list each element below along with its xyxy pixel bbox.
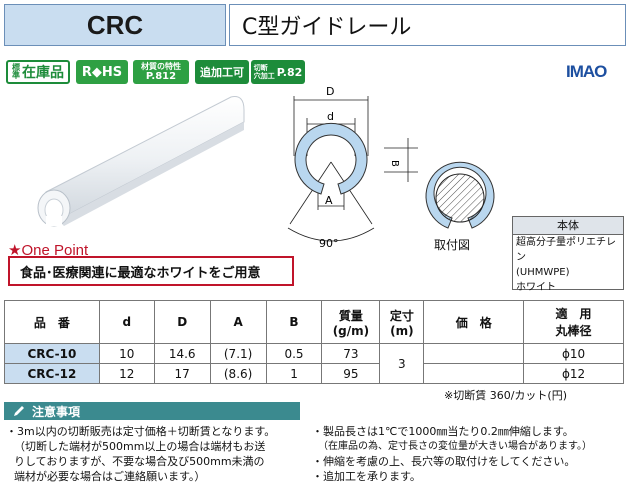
note-line: りしておりますが、不要な場合及び500mm未満の — [14, 455, 265, 468]
notes-header: 注意事項 — [4, 402, 300, 420]
pencil-icon — [14, 406, 24, 416]
cell-shaft: ϕ12 — [523, 363, 624, 384]
table-row: CRC-10 10 14.6 (7.1) 0.5 73 3 ϕ10 — [4, 343, 624, 384]
one-point-title: ★One Point — [8, 242, 89, 259]
cell-shaft: ϕ10 — [523, 343, 624, 364]
cross-section-diagram: D d B A 90° — [287, 85, 418, 250]
note-line: ・3m以内の切断販売は定寸価格＋切断賃となります。 — [6, 425, 276, 438]
thickness-B-label: B — [389, 160, 400, 167]
cell-price — [423, 363, 525, 384]
cell-price — [423, 343, 525, 364]
rohs-badge: R◆HS — [76, 60, 128, 84]
additional-processing-badge: 追加工可 — [195, 60, 249, 84]
diameter-D-label: D — [326, 85, 334, 98]
cell-mass: 95 — [321, 363, 381, 384]
product-name-title: C型ガイドレール — [229, 4, 626, 46]
col-B: B — [265, 300, 323, 344]
material-header: 本体 — [513, 217, 623, 235]
cell-D: 17 — [153, 363, 211, 384]
cell-A: (8.6) — [209, 363, 267, 384]
table-header-row: 品 番 d D A B 質量(g/m) 定寸(m) 価 格 適 用丸棒径 — [4, 300, 624, 344]
cut-page: P.82 — [276, 65, 303, 79]
cell-model: CRC-12 — [4, 363, 100, 384]
cut-label: 切断 — [253, 64, 268, 72]
note-line: ・追加工を承ります。 — [312, 470, 421, 483]
note-line: （在庫品の為、定寸長さの変位量が大きい場合があります。） — [318, 441, 592, 452]
material-property-label: 材質の特性 — [141, 62, 181, 71]
col-d: d — [98, 300, 155, 344]
product-rail-image — [37, 96, 245, 227]
cell-B: 0.5 — [265, 343, 323, 364]
col-D: D — [153, 300, 211, 344]
hole-label: 穴加工 — [253, 72, 275, 80]
one-point-box: 食品･医療関連に最適なホワイトをご用意 — [8, 256, 294, 286]
col-A: A — [209, 300, 267, 344]
note-line: 端材が必要な場合はご連絡願います。） — [14, 470, 206, 483]
material-line: (UHMWPE) — [516, 267, 570, 278]
material-line: ホワイト — [516, 282, 556, 293]
stock-label: 在庫品 — [22, 65, 64, 81]
material-property-page: P.812 — [145, 71, 177, 82]
cell-B: 1 — [265, 363, 323, 384]
cell-D: 14.6 — [153, 343, 211, 364]
stock-small-label: 標準 — [12, 63, 20, 80]
imao-logo: IMAO — [566, 62, 607, 81]
col-shaft: 適 用丸棒径 — [523, 300, 624, 344]
spec-table: 品 番 d D A B 質量(g/m) 定寸(m) 価 格 適 用丸棒径 CRC… — [4, 300, 624, 384]
angle-label: 90° — [319, 237, 339, 250]
mounting-diagram-label: 取付図 — [434, 238, 471, 252]
cell-A: (7.1) — [209, 343, 267, 364]
notes-right: ・製品長さは1℃で1000㎜当たり0.2㎜伸縮します。 （在庫品の為、定寸長さの… — [312, 424, 628, 484]
note-line: ・伸縮を考慮の上、長穴等の取付けをしてください。 — [312, 455, 576, 468]
product-code-title: CRC — [4, 4, 226, 46]
note-line: ・製品長さは1℃で1000㎜当たり0.2㎜伸縮します。 — [312, 425, 574, 438]
cell-model: CRC-10 — [4, 343, 100, 364]
mounting-diagram — [425, 161, 495, 229]
col-price: 価 格 — [423, 300, 525, 344]
opening-A-label: A — [325, 194, 333, 207]
stock-badge: 標準 在庫品 — [6, 60, 70, 84]
material-property-badge: 材質の特性 P.812 — [133, 60, 189, 84]
table-row: CRC-12 12 17 (8.6) 1 95 ϕ12 — [4, 363, 624, 384]
cell-d: 10 — [98, 343, 155, 364]
col-length: 定寸(m) — [379, 300, 425, 344]
diameter-d-label: d — [327, 110, 334, 123]
col-model: 品 番 — [4, 300, 100, 344]
cell-length: 3 — [379, 343, 425, 384]
note-line: （切断した端材が500mm以上の場合は端材もお送 — [14, 440, 266, 453]
notes-header-label: 注意事項 — [32, 404, 81, 419]
material-box: 本体 超高分子量ポリエチレン (UHMWPE) ホワイト — [512, 216, 624, 293]
cell-mass: 73 — [321, 343, 381, 364]
cell-d: 12 — [98, 363, 155, 384]
cut-fee-note: ※切断賃 360/カット(円) — [444, 389, 567, 402]
cut-hole-badge: 切断 穴加工 P.82 — [251, 60, 305, 84]
material-line: 超高分子量ポリエチレン — [516, 237, 616, 263]
col-mass: 質量(g/m) — [321, 300, 381, 344]
notes-left: ・3m以内の切断販売は定寸価格＋切断賃となります。 （切断した端材が500mm以… — [6, 424, 306, 484]
